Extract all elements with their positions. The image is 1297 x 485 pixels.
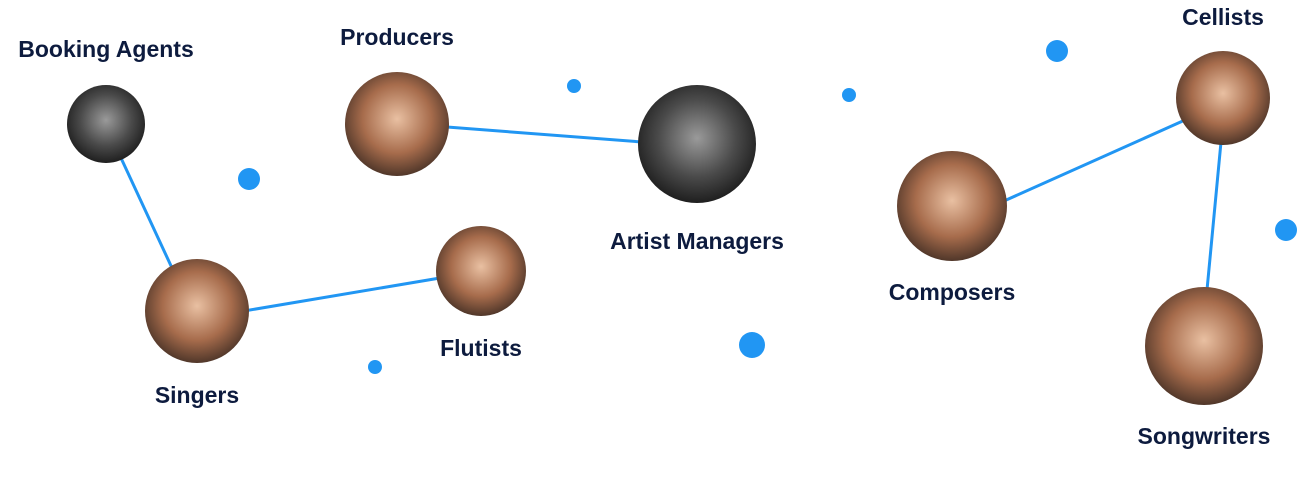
avatar-producers bbox=[345, 72, 449, 176]
edge-singers-flutists bbox=[242, 276, 442, 313]
decorative-dot bbox=[842, 88, 856, 102]
avatar-cellists bbox=[1176, 51, 1270, 145]
label-booking-agents: Booking Agents bbox=[18, 36, 194, 62]
avatar-songwriters bbox=[1145, 287, 1263, 405]
edge-composers-cellists bbox=[1002, 118, 1187, 203]
avatar-singers bbox=[145, 259, 249, 363]
avatar-booking-agents bbox=[67, 85, 145, 163]
edge-booking-agents-singers bbox=[119, 156, 174, 270]
label-flutists: Flutists bbox=[440, 335, 522, 361]
label-songwriters: Songwriters bbox=[1137, 423, 1271, 449]
decorative-dot bbox=[368, 360, 382, 374]
avatar-composers bbox=[897, 151, 1007, 261]
label-producers: Producers bbox=[340, 24, 454, 50]
edge-cellists-songwriters bbox=[1205, 140, 1223, 292]
decorative-dot bbox=[567, 79, 581, 93]
decorative-dots bbox=[238, 40, 1297, 374]
label-artist-managers: Artist Managers bbox=[610, 228, 784, 254]
label-cellists: Cellists bbox=[1182, 4, 1264, 30]
edges-layer bbox=[119, 118, 1223, 313]
decorative-dot bbox=[1275, 219, 1297, 241]
avatar-flutists bbox=[436, 226, 526, 316]
avatar-artist-managers bbox=[638, 85, 756, 203]
label-singers: Singers bbox=[154, 382, 240, 408]
decorative-dot bbox=[1046, 40, 1068, 62]
label-composers: Composers bbox=[888, 279, 1016, 305]
decorative-dot bbox=[739, 332, 765, 358]
edge-producers-artist-managers bbox=[445, 125, 644, 144]
nodes-layer bbox=[67, 51, 1270, 405]
decorative-dot bbox=[238, 168, 260, 190]
